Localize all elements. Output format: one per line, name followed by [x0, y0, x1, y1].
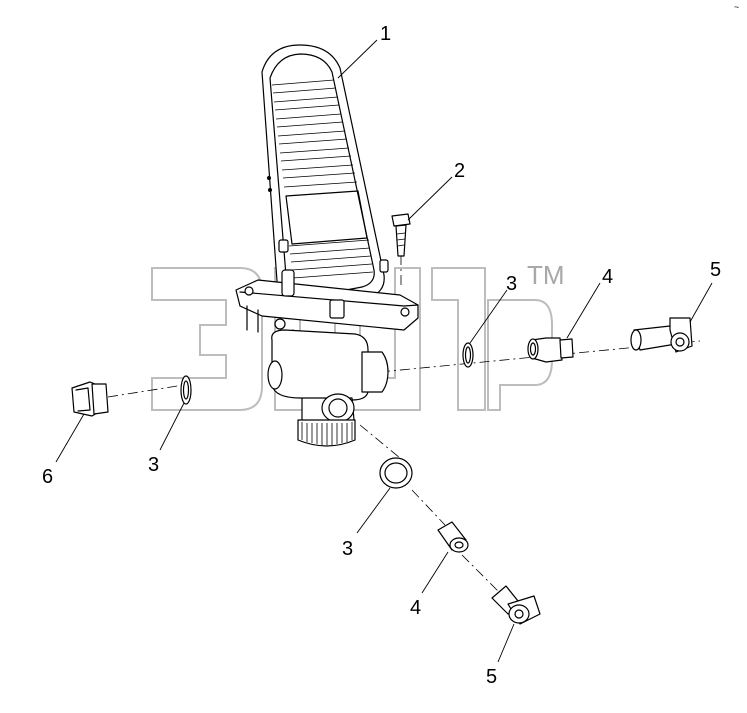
part-5-elbow-right [630, 317, 693, 353]
part-3-washer-left [180, 375, 192, 405]
leader-lines [55, 39, 713, 663]
part-1-pedal-valve [235, 44, 419, 447]
part-3-washer-lower [379, 457, 413, 489]
callout-1: 1 [380, 23, 391, 45]
part-4-adapter-lower [437, 521, 469, 553]
callout-4: 4 [410, 597, 421, 619]
callout-3: 3 [148, 454, 159, 476]
part-5-elbow-lower [491, 585, 541, 625]
callout-4: 4 [602, 266, 613, 288]
callout-3: 3 [342, 538, 353, 560]
watermark-trademark: TM [527, 260, 565, 290]
callout-3: 3 [506, 273, 517, 295]
callout-5: 5 [486, 666, 497, 688]
part-2-bolt [391, 213, 411, 257]
callout-6: 6 [42, 466, 53, 488]
callout-2: 2 [454, 160, 465, 182]
part-6-plug [71, 381, 109, 417]
callout-5: 5 [710, 259, 721, 281]
callout-labels: 1 2 3 4 5 6 3 3 4 5 [42, 23, 721, 688]
part-3-washer-upper [462, 342, 474, 368]
part-4-adapter-right [527, 337, 574, 363]
corner-mark: ~ [734, 2, 739, 12]
